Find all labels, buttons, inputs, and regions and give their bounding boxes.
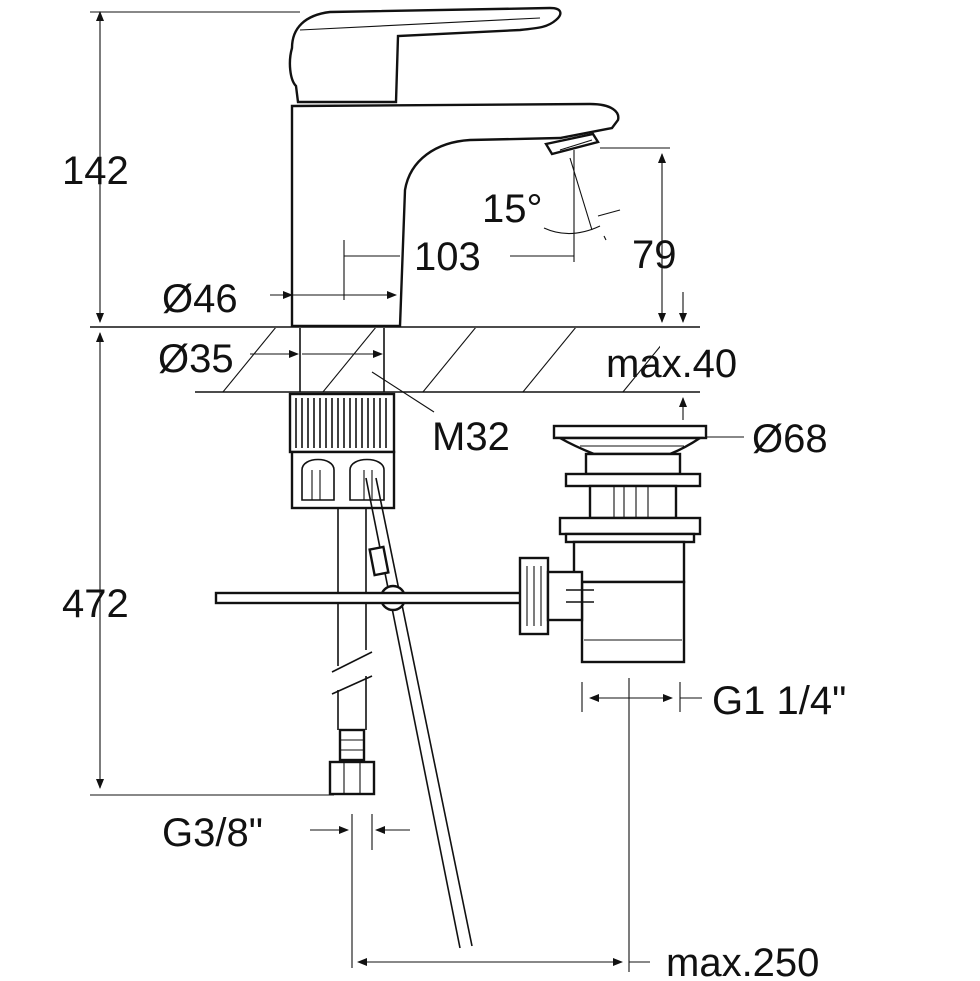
mounting-nut — [288, 392, 396, 510]
label-15-degree: 15° — [482, 187, 543, 231]
label-diameter-68: Ø68 — [752, 417, 828, 461]
supply-hose — [328, 508, 376, 796]
label-142: 142 — [62, 149, 129, 193]
popup-drain — [518, 424, 708, 664]
label-472: 472 — [62, 582, 129, 626]
countertop-hatching — [222, 328, 660, 392]
pull-rod — [365, 477, 473, 949]
nut-ribs — [295, 398, 387, 448]
lift-rod — [214, 591, 524, 605]
label-max-40: max.40 — [606, 342, 737, 386]
label-103: 103 — [414, 235, 481, 279]
aerator — [544, 132, 600, 156]
dimension-labels: 142 472 103 15° 79 Ø46 Ø35 max.40 M32 Ø6… — [62, 149, 846, 981]
faucet-body — [288, 6, 620, 392]
label-m32: M32 — [432, 415, 510, 459]
dimension-lines — [90, 10, 744, 972]
label-max-250: max.250 — [666, 941, 819, 981]
label-diameter-46: Ø46 — [162, 277, 238, 321]
label-g1-1-4: G1 1/4" — [712, 679, 846, 723]
lever-handle — [288, 6, 562, 104]
label-diameter-35: Ø35 — [158, 337, 234, 381]
label-79: 79 — [632, 233, 677, 277]
spout — [290, 102, 620, 328]
label-g3-8: G3/8" — [162, 811, 263, 855]
